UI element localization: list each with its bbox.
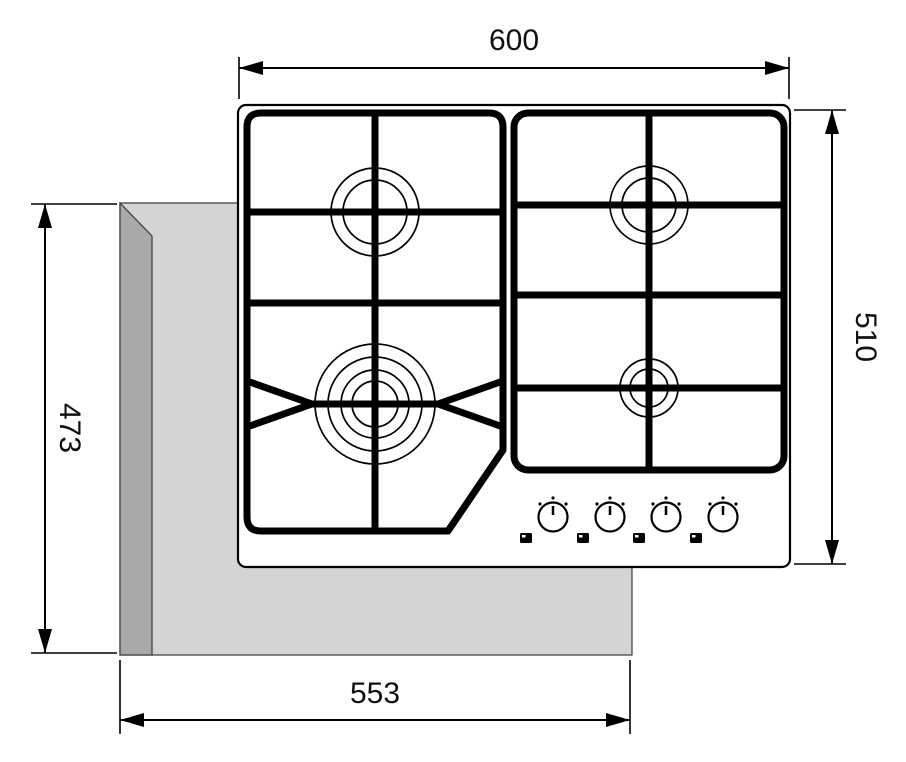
knob-mark-dot	[664, 496, 668, 500]
dimension-label-top-width: 600	[489, 24, 539, 57]
dimension-right-depth: 510	[794, 109, 882, 565]
control-knob-1	[520, 496, 569, 543]
left-pan-support-frame	[243, 109, 507, 535]
burner-indicator-mark	[692, 535, 696, 538]
knob-mark-dot	[708, 502, 712, 506]
knob-mark-dot	[721, 496, 725, 500]
right-pan-support	[510, 109, 788, 474]
knob-body	[650, 501, 682, 533]
knob-mark-dot	[595, 502, 599, 506]
dimension-label-right-depth: 510	[849, 312, 882, 362]
dimension-label-left-cutout-depth: 473	[53, 403, 86, 453]
knob-body	[707, 501, 739, 533]
knob-mark-dot	[564, 502, 568, 506]
arrowhead-right	[606, 713, 630, 727]
burner-indicator-icon	[520, 533, 532, 543]
arrowhead-up	[825, 110, 839, 134]
arrowhead-left	[239, 61, 263, 75]
left-pan-support	[243, 109, 507, 535]
control-knobs	[520, 496, 739, 543]
dimension-label-bottom-cutout-width: 553	[350, 677, 400, 710]
knob-mark-dot	[608, 496, 612, 500]
arrowhead-up	[38, 204, 52, 228]
cutout-bevel-edge	[119, 201, 153, 656]
knob-mark-dot	[621, 502, 625, 506]
burner-indicator-icon	[577, 533, 589, 543]
burner-indicator-icon	[633, 533, 645, 543]
arrowhead-down	[825, 540, 839, 564]
knob-body	[537, 501, 569, 533]
control-knob-2	[577, 496, 626, 543]
control-knob-4	[690, 496, 739, 543]
burner-indicator-icon	[690, 533, 702, 543]
dimension-left-cutout-depth: 473	[31, 203, 117, 654]
arrowhead-left	[120, 713, 144, 727]
burner-indicator-mark	[635, 535, 639, 538]
dimension-bottom-cutout-width: 553	[119, 660, 631, 734]
knob-mark-dot	[677, 502, 681, 506]
control-knob-3	[633, 496, 682, 543]
knob-mark-dot	[538, 502, 542, 506]
arrowhead-right	[765, 61, 789, 75]
knob-mark-dot	[734, 502, 738, 506]
knob-mark-dot	[651, 502, 655, 506]
dimension-top-width: 600	[238, 24, 790, 99]
arrowhead-down	[38, 629, 52, 653]
burner-indicator-mark	[579, 535, 583, 538]
knob-body	[594, 501, 626, 533]
burner-indicator-mark	[522, 535, 526, 538]
knob-mark-dot	[551, 496, 555, 500]
